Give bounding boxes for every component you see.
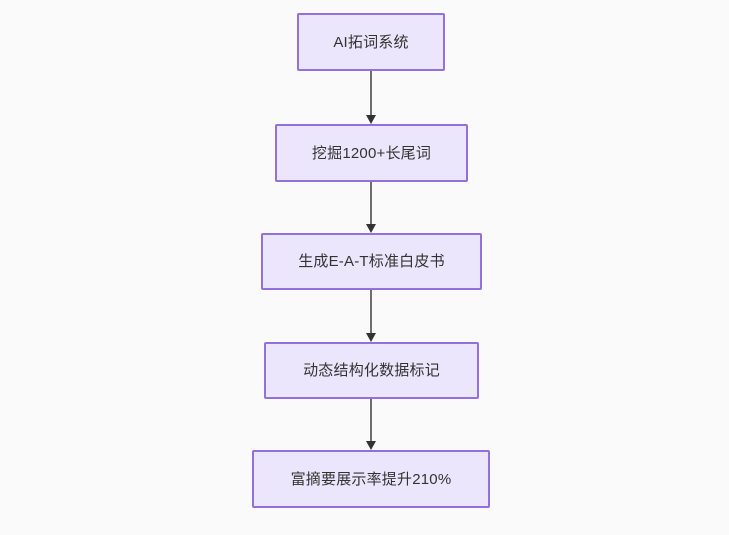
flow-node-mine-longtail-keywords[interactable]: 挖掘1200+长尾词: [275, 124, 468, 182]
flow-node-generate-eat-whitepaper[interactable]: 生成E-A-T标准白皮书: [261, 233, 482, 290]
flow-node-label: 生成E-A-T标准白皮书: [298, 253, 445, 270]
flow-node-label: 富摘要展示率提升210%: [290, 470, 452, 488]
flow-node-dynamic-structured-data-markup[interactable]: 动态结构化数据标记: [264, 342, 479, 399]
flow-edge-line: [370, 182, 372, 225]
flow-edge-line: [370, 290, 372, 334]
arrow-down-icon: [366, 115, 376, 124]
arrow-down-icon: [366, 333, 376, 342]
flow-node-rich-snippet-impression-uplift[interactable]: 富摘要展示率提升210%: [252, 450, 490, 508]
flow-edge-line: [370, 399, 372, 442]
flow-node-label: 动态结构化数据标记: [303, 362, 440, 379]
flow-node-ai-keyword-system[interactable]: AI拓词系统: [297, 13, 445, 71]
flow-edge-line: [370, 71, 372, 116]
arrow-down-icon: [366, 441, 376, 450]
flow-node-label: 挖掘1200+长尾词: [311, 144, 432, 162]
arrow-down-icon: [366, 224, 376, 233]
flow-node-label: AI拓词系统: [333, 33, 409, 51]
